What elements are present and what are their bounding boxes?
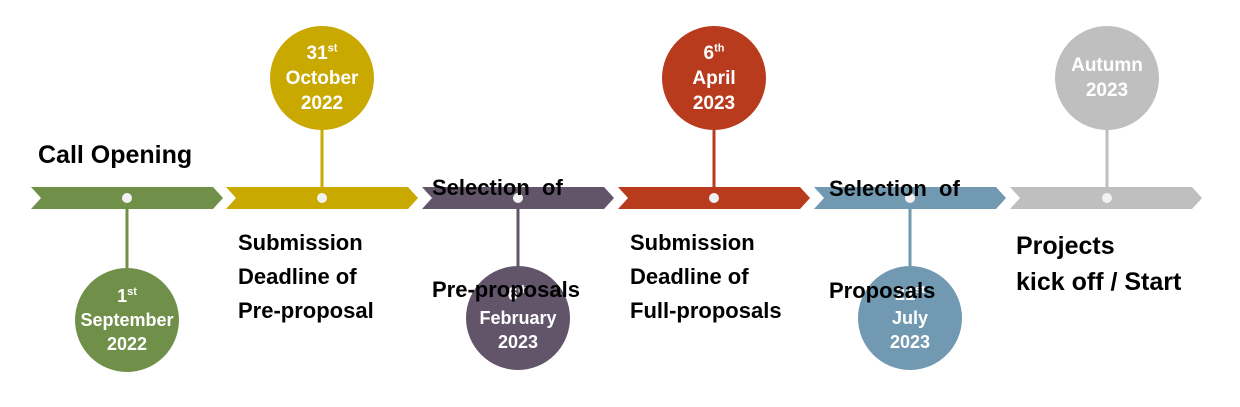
submission-pre-line-3: Pre-proposal	[238, 298, 374, 323]
date-5-day: 21	[895, 284, 916, 304]
date-1-day: 1	[117, 286, 128, 306]
selection-full-line-1: Selection of	[829, 176, 960, 201]
date-circle-4: 6th April 2023	[662, 26, 766, 130]
timeline-dot-6	[1102, 193, 1112, 203]
date-1-year: 2022	[106, 334, 148, 354]
label-projects: Projects kick off / Start	[1016, 228, 1181, 300]
timeline-dot-5	[905, 193, 915, 203]
date-2-year: 2022	[300, 92, 344, 114]
timeline-dot-2	[317, 193, 327, 203]
label-call-opening: Call Opening	[38, 138, 192, 172]
date-circle-6: Autumn 2023	[1055, 26, 1159, 130]
date-circle-2: 31st October 2022	[270, 26, 374, 130]
projects-line-1: Projects	[1016, 232, 1115, 260]
projects-line-2: kick off / Start	[1016, 268, 1182, 296]
label-selection-pre: Selection of Pre-proposals	[432, 103, 580, 375]
date-3-day: 6	[507, 284, 518, 304]
date-4-month: April	[692, 67, 736, 89]
date-5-month: July	[891, 308, 929, 328]
date-2-suffix: st	[327, 42, 338, 55]
label-submission-pre: Submission Deadline of Pre-proposal	[238, 226, 374, 328]
date-1-month: September	[80, 310, 174, 330]
submission-full-line-2: Deadline of	[630, 264, 749, 289]
submission-pre-line-1: Submission	[238, 230, 363, 255]
date-1-suffix: st	[127, 286, 137, 298]
date-4-suffix: th	[714, 42, 725, 55]
date-circle-5: 21st July 2023	[858, 266, 962, 370]
selection-full-line-2: Proposals	[829, 278, 936, 303]
label-selection-full: Selection of Proposals	[829, 104, 960, 376]
selection-pre-line-1: Selection of	[432, 175, 563, 200]
date-6-year: 2023	[1085, 80, 1129, 101]
date-6-season: Autumn	[1071, 55, 1143, 76]
timeline-dot-1	[122, 193, 132, 203]
timeline-dot-4	[709, 193, 719, 203]
date-2-day: 31	[306, 42, 328, 64]
date-circle-1: 1st September 2022	[75, 268, 179, 372]
date-2-month: October	[285, 67, 359, 89]
date-4-day: 6	[703, 42, 715, 64]
date-circle-3: 6th February 2023	[466, 266, 570, 370]
submission-pre-line-2: Deadline of	[238, 264, 357, 289]
call-opening-text: Call Opening	[38, 141, 193, 169]
submission-full-line-1: Submission	[630, 230, 755, 255]
date-3-suffix: th	[517, 284, 529, 296]
date-4-year: 2023	[692, 92, 736, 114]
date-5-suffix: st	[915, 284, 925, 296]
timeline-dot-3	[513, 193, 523, 203]
selection-pre-line-2: Pre-proposals	[432, 277, 580, 302]
date-3-month: February	[479, 308, 557, 328]
label-submission-full: Submission Deadline of Full-proposals	[630, 226, 782, 328]
date-3-year: 2023	[497, 332, 539, 352]
date-5-year: 2023	[889, 332, 931, 352]
submission-full-line-3: Full-proposals	[630, 298, 782, 323]
